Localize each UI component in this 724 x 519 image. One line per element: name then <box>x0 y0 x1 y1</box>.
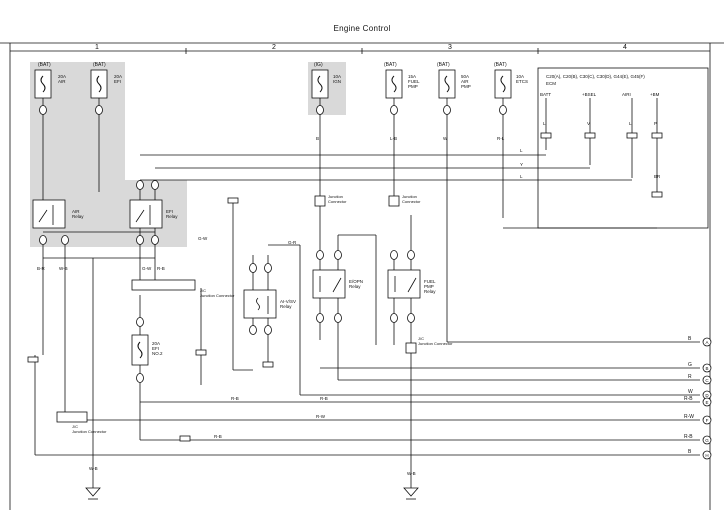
edge-letter-g: G <box>705 438 709 443</box>
bat-label-2: (BAT) <box>93 62 106 68</box>
ecm-name: ECM <box>546 81 556 86</box>
wire-label-gw: G-W <box>142 266 152 271</box>
column-number-3: 3 <box>448 44 452 51</box>
wire-label-b: B <box>316 136 319 141</box>
column-number-2: 2 <box>272 44 276 51</box>
ecm-connectors: C20(A), C20(B), C30(C), C30(D), G44(E), … <box>546 74 645 79</box>
ecm-pin-batt: BATT <box>540 92 551 97</box>
edge-wire-g: R-B <box>684 434 693 440</box>
bat-label-1: (BAT) <box>38 62 51 68</box>
wire-label-v: V <box>587 121 590 126</box>
wire-label-br: B-R <box>37 266 46 271</box>
connector-ovals <box>39 105 507 383</box>
wires-horizontal <box>35 154 700 456</box>
wire-label-y: Y <box>520 162 523 167</box>
wire-label-gr: G-R <box>288 240 297 245</box>
bat-label-3: (BAT) <box>384 62 397 68</box>
ecm-pin-bm: +BM <box>650 92 660 97</box>
edge-wire-h: B <box>688 449 692 455</box>
pin-connectors <box>27 132 663 442</box>
wire-label-l: L <box>543 121 546 126</box>
edge-letter-b: B <box>705 366 708 371</box>
relay-boxes <box>32 199 421 319</box>
wire-label-rw: R-W <box>316 414 326 419</box>
column-number-4: 4 <box>623 44 627 51</box>
edge-wire-c: R <box>688 374 692 380</box>
wire-label-rb2: R-B <box>231 396 239 401</box>
column-number-1: 1 <box>95 44 99 51</box>
edge-wire-b: G <box>688 362 692 368</box>
ecm-pin-bsel: +BSEL <box>582 92 597 97</box>
fuse-boxes <box>34 69 512 366</box>
edge-letter-c: C <box>705 378 709 383</box>
wire-label-rb3: R-B <box>320 396 328 401</box>
wire-label-br2: BR <box>654 174 661 179</box>
wire-label-rl: R-L <box>497 136 505 141</box>
relay-switches <box>38 205 417 314</box>
wire-label-rb4: R-B <box>214 434 222 439</box>
shaded-blocks <box>30 62 346 247</box>
edge-terminals <box>702 337 712 460</box>
wire-label-wb2: W-B <box>407 471 416 476</box>
edge-letter-h: H <box>705 453 708 458</box>
edge-wire-d: W <box>688 389 693 395</box>
edge-wire-a: B <box>688 336 692 342</box>
edge-wire-f: R-W <box>684 414 694 420</box>
edge-letter-d: D <box>705 393 709 398</box>
edge-letter-e: E <box>705 400 708 405</box>
edge-letter-a: A <box>705 340 708 345</box>
wire-label-gw2: G-W <box>198 236 208 241</box>
wire-label-rb: R-B <box>157 266 165 271</box>
wire-label-l4: L <box>520 174 523 179</box>
ground-symbols <box>85 487 419 500</box>
ecm-box <box>537 67 709 229</box>
edge-letter-f: F <box>706 418 709 423</box>
wire-label-wb: W-B <box>59 266 68 271</box>
wire-label-l3: L <box>520 148 523 153</box>
fuse-symbols <box>40 75 506 359</box>
edge-wire-e: R-B <box>684 396 693 402</box>
bat-label-4: (BAT) <box>437 62 450 68</box>
frame <box>0 42 724 510</box>
wire-label-l2: L <box>629 121 632 126</box>
bat-label-5: (BAT) <box>494 62 507 68</box>
wire-label-w: W <box>443 136 448 141</box>
wire-label-p: P <box>654 121 657 126</box>
page-title: Engine Control <box>333 24 391 33</box>
ig-label: (IG) <box>314 62 323 68</box>
ecm-pin-airi: AIRI <box>622 92 631 97</box>
wire-label-lb: L-B <box>390 136 397 141</box>
wire-label-wb3: W-B <box>89 466 98 471</box>
